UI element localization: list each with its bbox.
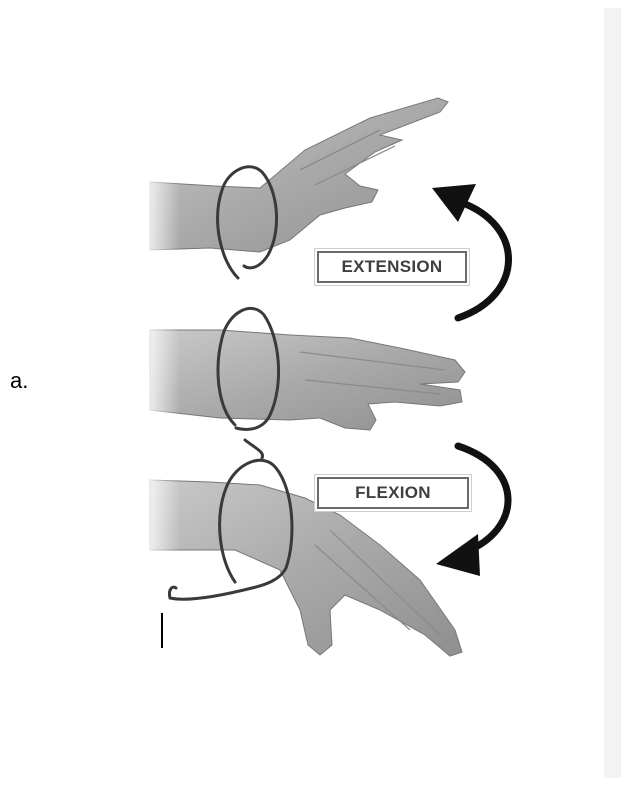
extension-label: EXTENSION [317,251,467,283]
text-cursor [161,613,163,648]
hand-extension [140,98,448,254]
wrist-motion-illustration [140,90,540,670]
wrist-motion-figure: EXTENSION FLEXION [140,90,540,670]
hand-neutral [140,326,465,430]
item-label: a. [10,368,28,394]
flexion-label: FLEXION [317,477,469,509]
scrollbar-track[interactable] [604,8,621,778]
flexion-arrow-icon [436,446,508,576]
document-page: a. [0,0,604,790]
